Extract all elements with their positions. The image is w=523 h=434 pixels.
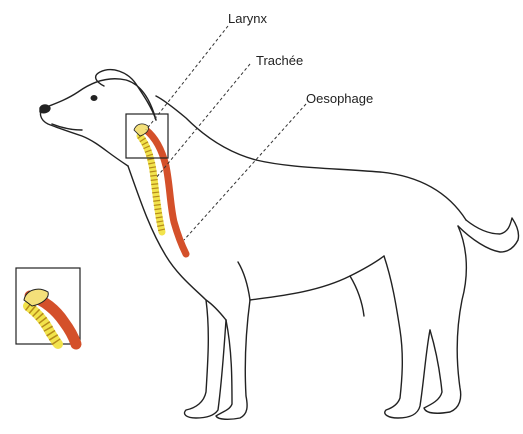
dog-ear xyxy=(96,70,156,120)
dog-outline xyxy=(40,70,519,420)
dog-eye xyxy=(91,95,98,101)
leader-line-trachea xyxy=(156,64,250,178)
larynx-inset xyxy=(16,268,80,344)
dog-leg-detail-1 xyxy=(350,276,364,316)
label-esophagus: Oesophage xyxy=(306,92,373,105)
dog-chest-front-leg xyxy=(128,166,226,418)
dog-back xyxy=(156,96,466,220)
label-trachea: Trachée xyxy=(256,54,303,67)
dog-belly xyxy=(250,256,384,300)
leader-line-esophagus xyxy=(184,104,306,240)
dog-nose xyxy=(40,105,50,113)
dog-leg-detail-2 xyxy=(206,300,226,320)
dog-leg-detail-3 xyxy=(238,262,250,300)
dog-hind-leg-inner xyxy=(384,256,430,418)
esophagus-tube xyxy=(146,130,186,254)
dog-front-leg-2 xyxy=(216,300,250,419)
leader-line-larynx xyxy=(146,26,228,130)
dog-hind-leg-outer xyxy=(424,226,466,413)
dog-head xyxy=(41,79,156,166)
dog-tail xyxy=(458,218,519,252)
label-larynx: Larynx xyxy=(228,12,267,25)
